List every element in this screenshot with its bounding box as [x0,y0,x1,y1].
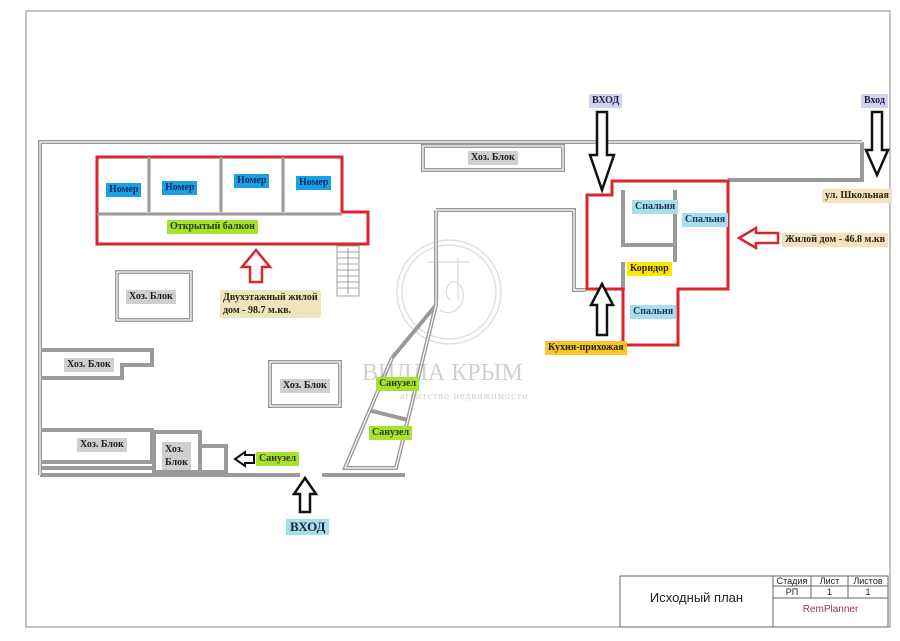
title-block-header-sheets: Листов [853,576,883,586]
two-storey-house-outline [95,155,370,246]
room-label-hoz-block: Хоз. Блок [468,151,518,165]
watermark-logo [396,239,502,345]
room-label-sanuzel: Санузел [369,426,413,440]
nomer-partitions [147,157,285,212]
title-block-header-stage: Стадия [776,576,808,586]
arrow-sanuzel [233,450,255,468]
annotation-entrance-bottom: ВХОД [286,519,330,535]
room-label-nomer: Номер [296,176,332,190]
annotation-two-storey-line1: Двухэтажный жилой [223,292,318,303]
annotation-house-area: Жилой дом - 46.8 м.кв [782,233,889,247]
arrow-house-area [736,225,780,251]
room-label-sanuzel: Санузел [256,452,300,466]
title-block-value-sheets: 1 [865,587,871,597]
room-label-hoz-block: Хоз. Блок [280,379,330,393]
stairs [336,245,360,297]
room-label-balcony: Открытый балкон [167,220,258,234]
room-label-hoz-small-line1: Хоз. [165,444,184,455]
arrow-entrance-top-mid [588,110,616,194]
outer-wall-right [728,142,864,182]
title-block-header-sheet: Лист [819,576,840,586]
room-label-hoz-block: Хоз. Блок [64,358,114,372]
sheet-frame [25,10,891,628]
annotation-street: ул. Школьная [822,189,892,203]
room-label-bedroom: Спальня [630,305,677,319]
title-block-title: Исходный план [649,590,744,605]
room-label-bedroom: Спальня [682,213,729,227]
room-label-bedroom: Спальня [632,200,679,214]
room-label-hoz-block-small: Хоз. Блок [162,442,191,470]
annotation-two-storey-house: Двухэтажный жилой дом - 98.7 м.кв. [220,290,321,318]
room-label-sanuzel: Санузел [376,377,420,391]
house-outline [585,179,730,347]
watermark-subtitle: агентство недвижимости [400,391,529,402]
title-block-value-sheet: 1 [826,587,832,597]
annotation-entrance-top-mid: ВХОД [589,94,623,108]
annotation-entrance-top-right: Вход [861,94,888,108]
arrow-entrance-top-right [864,110,890,179]
room-label-hoz-block: Хоз. Блок [77,438,127,452]
room-label-hoz-block: Хоз. Блок [126,290,176,304]
room-label-hoz-small-line2: Блок [165,457,188,468]
arrow-two-storey-house [239,248,273,284]
title-block-value-stage: РП [785,587,799,597]
annotation-two-storey-line2: дом - 98.7 м.кв. [223,305,291,316]
title-block [619,575,889,628]
room-label-corridor: Коридор [627,262,672,276]
hoz-block-left-upper-walls [40,348,154,380]
room-label-nomer: Номер [162,181,198,195]
room-label-nomer: Номер [234,174,270,188]
room-label-kitchen-hall: Кухня-прихожая [545,341,627,355]
arrow-entrance-bottom [291,475,319,514]
arrow-kitchen [588,281,616,337]
title-block-software: RemPlanner [802,604,859,615]
sanuzel-small-walls [198,444,228,474]
room-label-nomer: Номер [106,183,142,197]
